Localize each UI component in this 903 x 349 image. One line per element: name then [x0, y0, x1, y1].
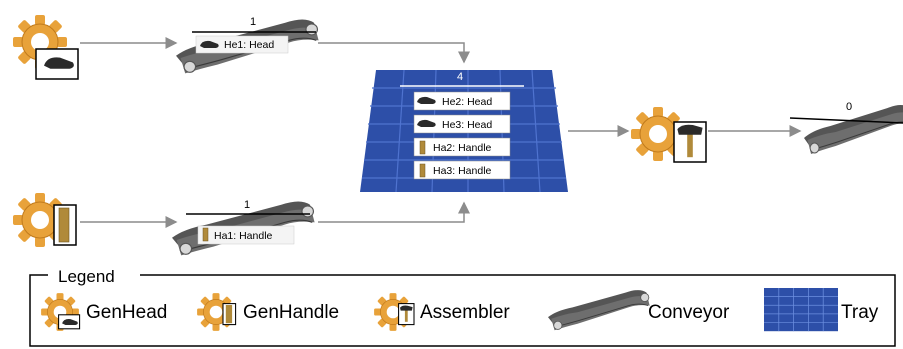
legend-item-tray: Tray — [763, 287, 879, 332]
tray-item: Ha2: Handle — [413, 137, 511, 157]
arrow-conveyor-head-to-tray — [318, 42, 470, 64]
tray-item: Ha3: Handle — [413, 160, 511, 180]
tray-icon — [763, 287, 839, 332]
gear-head-icon — [40, 292, 81, 332]
handle-icon — [419, 140, 426, 155]
legend-label: Conveyor — [648, 302, 730, 323]
legend-label: GenHandle — [243, 302, 339, 323]
conveyor-handle-node: 1 Ha1: Handle — [171, 199, 316, 256]
arrow-conveyor-handle-to-tray — [318, 201, 470, 223]
tray-item: He3: Head — [413, 114, 511, 134]
conveyor-icon — [803, 104, 903, 155]
tray-count: 4 — [457, 71, 463, 83]
flow-arrows — [80, 37, 802, 228]
legend-item-genhandle: GenHandle — [196, 292, 339, 332]
tray-item-label: Ha3: Handle — [433, 165, 492, 177]
handle-icon — [419, 163, 426, 178]
legend-label: Assembler — [420, 302, 510, 323]
conveyor-handle-item: Ha1: Handle — [214, 230, 273, 242]
conveyor-head-count: 1 — [250, 16, 256, 28]
tray-item-label: Ha2: Handle — [433, 142, 492, 154]
conveyor-icon — [547, 289, 651, 331]
legend-label: GenHead — [86, 302, 167, 323]
legend-item-genhead: GenHead — [40, 292, 167, 332]
assembler-node — [630, 106, 707, 163]
tray-item-label: He3: Head — [442, 119, 492, 131]
conveyor-out-node: 0 — [789, 101, 903, 155]
conveyor-head-node: 1 He1: Head — [175, 16, 320, 74]
genhandle-node — [12, 192, 77, 248]
legend-title: Legend — [58, 267, 115, 286]
legend-item-conveyor: Conveyor — [547, 289, 730, 331]
conveyor-handle-count: 1 — [244, 199, 250, 211]
conveyor-head-item: He1: Head — [224, 39, 274, 51]
handle-icon — [202, 227, 209, 242]
legend: Legend GenHead GenHandle — [29, 267, 896, 347]
conveyor-out-count: 0 — [846, 101, 852, 113]
legend-label: Tray — [841, 302, 879, 323]
tray-item-label: He2: Head — [442, 96, 492, 108]
tray-node: 4 He2: Head He3: Head Ha2: Handle Ha3: H… — [360, 69, 568, 193]
legend-item-assembler: Assembler — [373, 292, 510, 332]
gear-handle-icon — [196, 292, 237, 332]
genhead-node — [12, 14, 79, 80]
gear-hammer-icon — [373, 292, 415, 332]
tray-item: He2: Head — [413, 91, 511, 111]
